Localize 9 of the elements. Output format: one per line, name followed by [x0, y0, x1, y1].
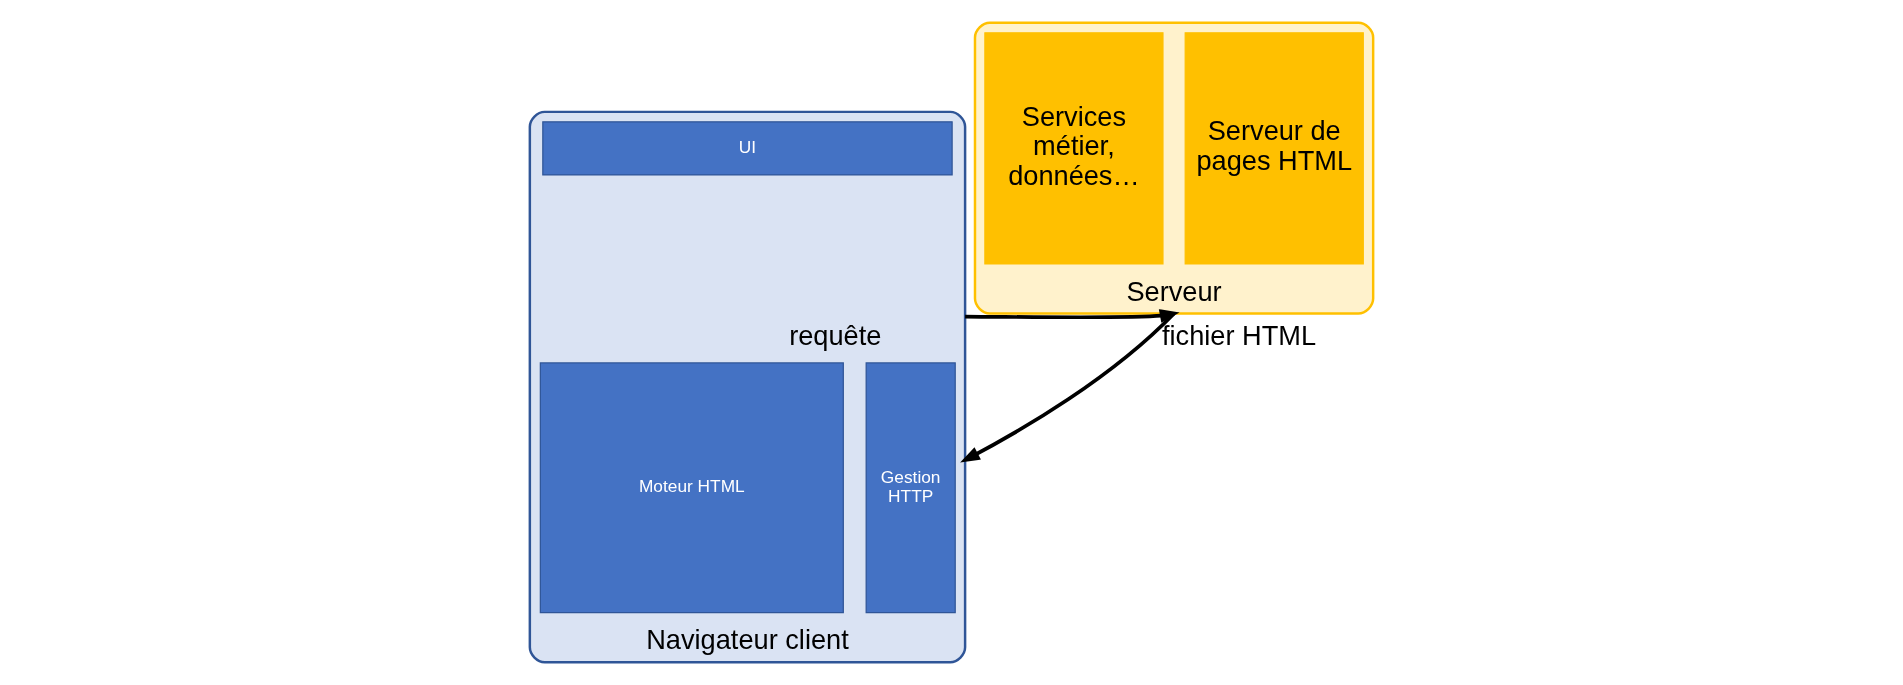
- arrow: [960, 312, 1176, 463]
- arrow: [965, 309, 1180, 323]
- edge-label: fichier HTML: [1161, 320, 1317, 352]
- node-box: Gestion HTTP: [865, 362, 956, 614]
- node-box: Serveur de pages HTML: [1184, 32, 1364, 265]
- node-box: Services métier, données…: [984, 32, 1164, 265]
- node-box: UI: [542, 121, 953, 176]
- edge-label: requête: [789, 320, 882, 352]
- node-box: Moteur HTML: [539, 362, 844, 614]
